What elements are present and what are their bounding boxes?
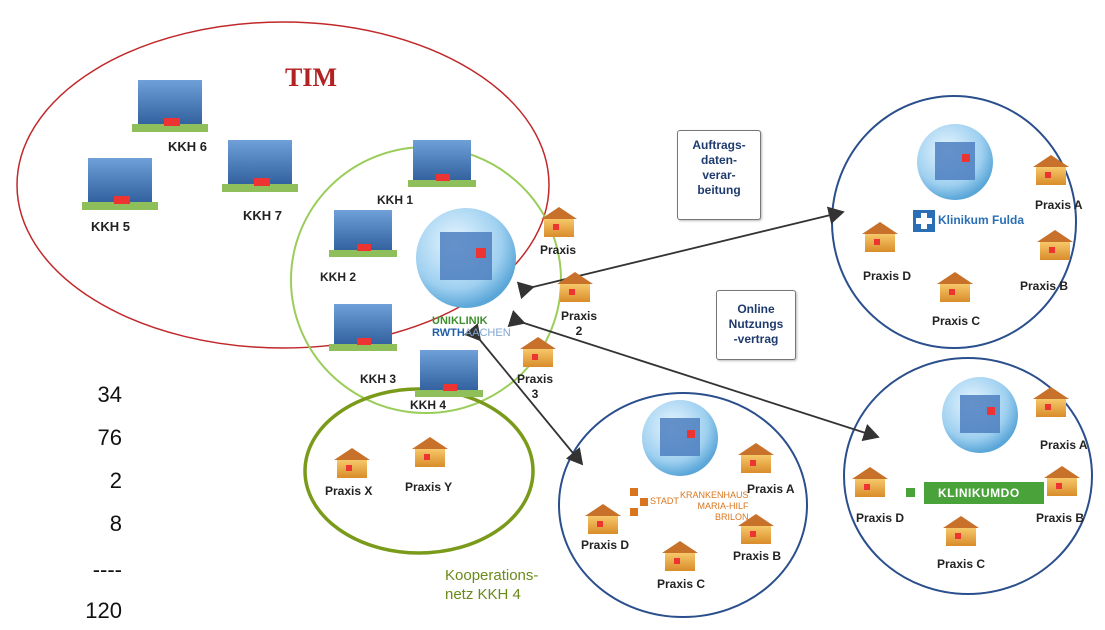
label-kkh6: KKH 6 [168, 139, 208, 154]
label-kkh1: KKH 1 [377, 193, 414, 207]
praxis-icon-brilon-d [585, 504, 621, 534]
label-kkh3: KKH 3 [360, 372, 397, 386]
label-fulda-praxis-a: Praxis A [1035, 198, 1083, 212]
praxis-icon-fulda-c [937, 272, 973, 302]
label-kkh2: KKH 2 [320, 270, 357, 284]
coop-caption-line1: Kooperations- [445, 567, 539, 584]
hospital-icon-kkh1 [408, 140, 476, 187]
hospital-icon-kkh3 [329, 304, 397, 351]
label-kkh4: KKH 4 [410, 398, 447, 412]
label-praxis-aachen-3-num: 3 [531, 387, 539, 401]
sum-total: 120 [85, 598, 122, 623]
label-brilon-praxis-b: Praxis B [733, 549, 782, 563]
praxis-icon-brilon-b [738, 514, 774, 544]
hospital-icon-kkh7 [222, 140, 298, 192]
label-kkh7: KKH 7 [243, 208, 283, 223]
label-praxis-aachen-2-num: 2 [575, 324, 583, 338]
scroll2-line1: Online [737, 302, 775, 316]
uniklinik-logo-line1: UNIKLINIK [432, 315, 488, 327]
scroll1-line2: daten- [701, 153, 737, 167]
sum-value-34: 34 [97, 382, 122, 407]
label-praxis-aachen-2-word: Praxis [561, 309, 598, 323]
coop-circle [303, 387, 535, 555]
uniklinik-logo-line2: RWTHAACHEN [432, 327, 511, 339]
brilon-logo-text: KRANKENHAUS MARIA-HILF BRILON [680, 490, 749, 523]
uniklinik-logo: UNIKLINIK RWTHAACHEN [432, 315, 511, 339]
hospital-icon-kkh6 [132, 80, 208, 132]
praxis-icon-dortmund-d [852, 467, 888, 497]
tim-circle [16, 21, 550, 349]
sum-value-8: 8 [109, 511, 122, 536]
brilon-logo-line3: BRILON [715, 512, 749, 522]
label-fulda-praxis-d: Praxis D [863, 269, 912, 283]
label-dortmund-praxis-d: Praxis D [856, 511, 905, 525]
fulda-logo-icon [913, 210, 935, 232]
scroll1-line3: verar- [702, 168, 736, 182]
brilon-logo-icon [630, 488, 648, 516]
klinikum-fulda-name: Klinikum Fulda [938, 213, 1025, 227]
sum-value-76: 76 [97, 425, 122, 450]
hospital-icon-kkh4 [415, 350, 483, 397]
praxis-icon-fulda-b [1037, 230, 1073, 260]
dortmund-sphere-icon [942, 377, 1018, 453]
label-praxis-x: Praxis X [325, 484, 373, 498]
scroll1-line4: beitung [697, 183, 741, 197]
arrow-brilon [463, 323, 584, 466]
brilon-logo-line1: KRANKENHAUS [680, 490, 749, 500]
hospital-icon-kkh5 [82, 158, 158, 210]
scroll2-line2: Nutzungs [728, 317, 784, 331]
praxis-icon-brilon-c [662, 541, 698, 571]
scroll-auftragsdatenverarbeitung: Auftrags- daten- verar- beitung [677, 130, 761, 220]
hospital-icon-kkh2 [329, 210, 397, 257]
scroll-online-nutzungsvertrag: Online Nutzungs -vertrag [716, 290, 796, 360]
uniklinik-sphere-icon [416, 208, 516, 308]
label-kkh5: KKH 5 [91, 219, 131, 234]
sum-separator: ---- [92, 557, 122, 582]
label-praxis-y: Praxis Y [405, 480, 453, 494]
praxis-icon-x [334, 448, 370, 478]
tim-title: TIM [285, 63, 337, 92]
label-brilon-praxis-a: Praxis A [747, 482, 795, 496]
coop-caption: Kooperations- netz KKH 4 [445, 566, 538, 604]
label-dortmund-praxis-b: Praxis B [1036, 511, 1085, 525]
scroll2-line3: -vertrag [733, 332, 779, 346]
uniklinik-logo-rwth: RWTH [432, 327, 465, 339]
praxis-icon-aachen-1 [541, 207, 577, 237]
label-dortmund-praxis-c: Praxis C [937, 557, 986, 571]
sum-value-2: 2 [109, 468, 122, 493]
label-brilon-praxis-d: Praxis D [581, 538, 630, 552]
klinikumdo-name: KLINIKUMDO [938, 486, 1020, 500]
praxis-icon-dortmund-b [1044, 466, 1080, 496]
uniklinik-logo-aachen: AACHEN [464, 327, 511, 339]
label-praxis-aachen-3-word: Praxis [517, 372, 554, 386]
praxis-icon-fulda-d [862, 222, 898, 252]
klinikumdo-logo-bar [924, 482, 1044, 504]
praxis-icon-fulda-a [1033, 155, 1069, 185]
label-praxis-aachen-1: Praxis [540, 243, 577, 257]
praxis-icon-dortmund-c [943, 516, 979, 546]
praxis-icon-y [412, 437, 448, 467]
praxis-icon-aachen-3 [520, 337, 556, 367]
arrow-fulda [516, 206, 845, 300]
praxis-icon-dortmund-a [1033, 387, 1069, 417]
praxis-icon-aachen-2 [557, 272, 593, 302]
brilon-logo-stadt: STADT [650, 496, 679, 506]
dortmund-circle [843, 357, 1093, 595]
klinikumdo-logo-square [906, 488, 915, 497]
label-fulda-praxis-b: Praxis B [1020, 279, 1069, 293]
brilon-sphere-icon [642, 400, 718, 476]
label-brilon-praxis-c: Praxis C [657, 577, 706, 591]
label-dortmund-praxis-a: Praxis A [1040, 438, 1088, 452]
coop-caption-line2: netz KKH 4 [445, 586, 521, 603]
label-fulda-praxis-c: Praxis C [932, 314, 981, 328]
brilon-logo-line2: MARIA-HILF [697, 501, 749, 511]
scroll1-line1: Auftrags- [692, 138, 746, 152]
fulda-sphere-icon [917, 124, 993, 200]
praxis-icon-brilon-a [738, 443, 774, 473]
